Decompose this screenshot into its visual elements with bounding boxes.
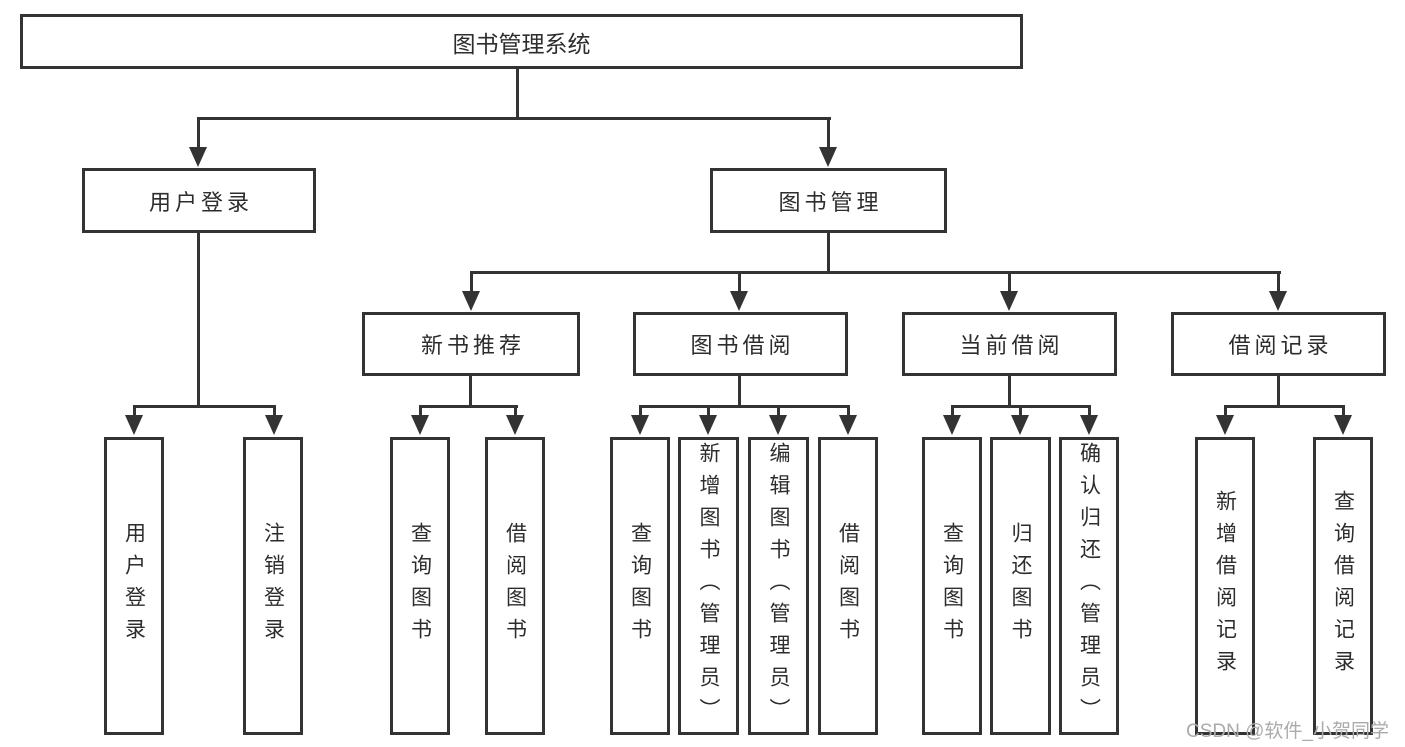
arrow-to-leaf-query-record-icon <box>1334 415 1352 435</box>
connector-stem-leaf-borrow1 <box>514 405 517 417</box>
connector-root-bus <box>197 117 831 120</box>
arrow-to-borrow-records-icon <box>1269 291 1287 311</box>
node-root-label: 图书管理系统 <box>452 30 591 57</box>
leaf-return-book: 归还图书 <box>990 437 1051 735</box>
connector-stem-book-borrow <box>738 271 741 293</box>
connector-stem-leaf-logout <box>273 405 276 417</box>
node-borrow-records: 借阅记录 <box>1171 312 1386 376</box>
leaf-query-borrow-record: 查询借阅记录 <box>1313 437 1373 735</box>
connector-stem-leaf-login <box>133 405 136 417</box>
node-book-borrow-label: 图书借阅 <box>690 333 795 358</box>
leaf-query-book-borrow: 查询图书 <box>610 437 670 735</box>
arrow-to-leaf-borrow1-icon <box>506 415 524 435</box>
leaf-query-book-current-label: 查询图书 <box>940 522 964 650</box>
leaf-logout-label: 注销登录 <box>261 522 285 650</box>
node-book-management-label: 图书管理 <box>778 189 883 215</box>
connector-stem-book-mgmt <box>827 117 830 149</box>
node-user-login-label: 用户登录 <box>148 189 253 215</box>
connector-book-borrow-bus <box>639 405 850 408</box>
leaf-user-login-label: 用户登录 <box>122 522 146 650</box>
connector-user-login-bus <box>133 405 276 408</box>
arrow-to-new-book-icon <box>462 291 480 311</box>
arrow-to-leaf-add-book-icon <box>699 415 717 435</box>
arrow-to-leaf-query3-icon <box>943 415 961 435</box>
connector-borrow-records-trunk <box>1277 376 1280 408</box>
connector-book-mgmt-bus <box>470 271 1281 274</box>
csdn-watermark: CSDN @软件_小贺同学 <box>1186 721 1389 742</box>
connector-stem-leaf-borrow2 <box>847 405 850 417</box>
leaf-add-borrow-record-label: 新增借阅记录 <box>1213 490 1237 682</box>
connector-root-trunk <box>516 69 519 120</box>
connector-stem-leaf-query3 <box>951 405 954 417</box>
connector-new-book-trunk <box>469 376 472 408</box>
arrow-to-current-borrow-icon <box>1000 291 1018 311</box>
node-borrow-records-label: 借阅记录 <box>1228 333 1333 358</box>
leaf-logout: 注销登录 <box>243 437 303 735</box>
leaf-confirm-return-admin: 确认归还（管理员） <box>1059 437 1119 735</box>
leaf-confirm-return-admin-label: 确认归还（管理员） <box>1077 442 1101 730</box>
arrow-to-leaf-logout-icon <box>265 415 283 435</box>
connector-stem-user-login <box>197 117 200 149</box>
leaf-borrow-book-label: 借阅图书 <box>836 522 860 650</box>
arrow-to-leaf-query2-icon <box>631 415 649 435</box>
node-current-borrow: 当前借阅 <box>902 312 1117 376</box>
arrow-to-leaf-confirm-return-icon <box>1080 415 1098 435</box>
arrow-to-book-borrow-icon <box>730 291 748 311</box>
arrow-to-leaf-add-record-icon <box>1216 415 1234 435</box>
connector-stem-leaf-query1 <box>419 405 422 417</box>
leaf-borrow-book-recommend-label: 借阅图书 <box>503 522 527 650</box>
connector-stem-leaf-add-record <box>1224 405 1227 417</box>
leaf-edit-book-admin: 编辑图书（管理员） <box>748 437 809 735</box>
connector-borrow-records-bus <box>1224 405 1345 408</box>
leaf-query-book-recommend-label: 查询图书 <box>408 522 432 650</box>
connector-current-borrow-trunk <box>1008 376 1011 408</box>
leaf-borrow-book: 借阅图书 <box>818 437 878 735</box>
leaf-add-book-admin: 新增图书（管理员） <box>678 437 739 735</box>
connector-stem-leaf-query2 <box>639 405 642 417</box>
node-new-book-recommend-label: 新书推荐 <box>420 333 525 358</box>
arrow-to-leaf-return-icon <box>1011 415 1029 435</box>
connector-new-book-bus <box>419 405 518 408</box>
leaf-query-book-borrow-label: 查询图书 <box>628 522 652 650</box>
leaf-borrow-book-recommend: 借阅图书 <box>485 437 545 735</box>
leaf-query-borrow-record-label: 查询借阅记录 <box>1331 490 1355 682</box>
arrow-to-leaf-query1-icon <box>411 415 429 435</box>
node-book-management: 图书管理 <box>710 168 947 233</box>
connector-stem-leaf-edit-book <box>777 405 780 417</box>
leaf-return-book-label: 归还图书 <box>1009 522 1032 650</box>
arrow-to-leaf-edit-book-icon <box>769 415 787 435</box>
leaf-query-book-recommend: 查询图书 <box>390 437 450 735</box>
connector-stem-new-book <box>470 271 473 293</box>
connector-book-borrow-trunk <box>738 376 741 408</box>
connector-book-mgmt-trunk <box>827 233 830 274</box>
leaf-add-borrow-record: 新增借阅记录 <box>1195 437 1255 735</box>
connector-stem-leaf-add-book <box>707 405 710 417</box>
arrow-to-leaf-login-icon <box>125 415 143 435</box>
arrow-to-leaf-borrow2-icon <box>839 415 857 435</box>
arrow-to-user-login-icon <box>189 147 207 167</box>
connector-stem-leaf-confirm-return <box>1088 405 1091 417</box>
leaf-query-book-current: 查询图书 <box>922 437 982 735</box>
connector-stem-leaf-query-record <box>1342 405 1345 417</box>
leaf-user-login: 用户登录 <box>104 437 164 735</box>
node-root-system: 图书管理系统 <box>20 14 1023 69</box>
node-book-borrow: 图书借阅 <box>633 312 848 376</box>
connector-stem-current-borrow <box>1008 271 1011 293</box>
arrow-to-book-mgmt-icon <box>819 147 837 167</box>
leaf-edit-book-admin-label: 编辑图书（管理员） <box>767 442 790 730</box>
leaf-add-book-admin-label: 新增图书（管理员） <box>697 442 720 730</box>
node-current-borrow-label: 当前借阅 <box>959 333 1064 358</box>
connector-stem-leaf-return <box>1019 405 1022 417</box>
connector-stem-borrow-records <box>1277 271 1280 293</box>
node-user-login: 用户登录 <box>82 168 316 233</box>
node-new-book-recommend: 新书推荐 <box>362 312 580 376</box>
connector-user-login-trunk <box>197 233 200 408</box>
